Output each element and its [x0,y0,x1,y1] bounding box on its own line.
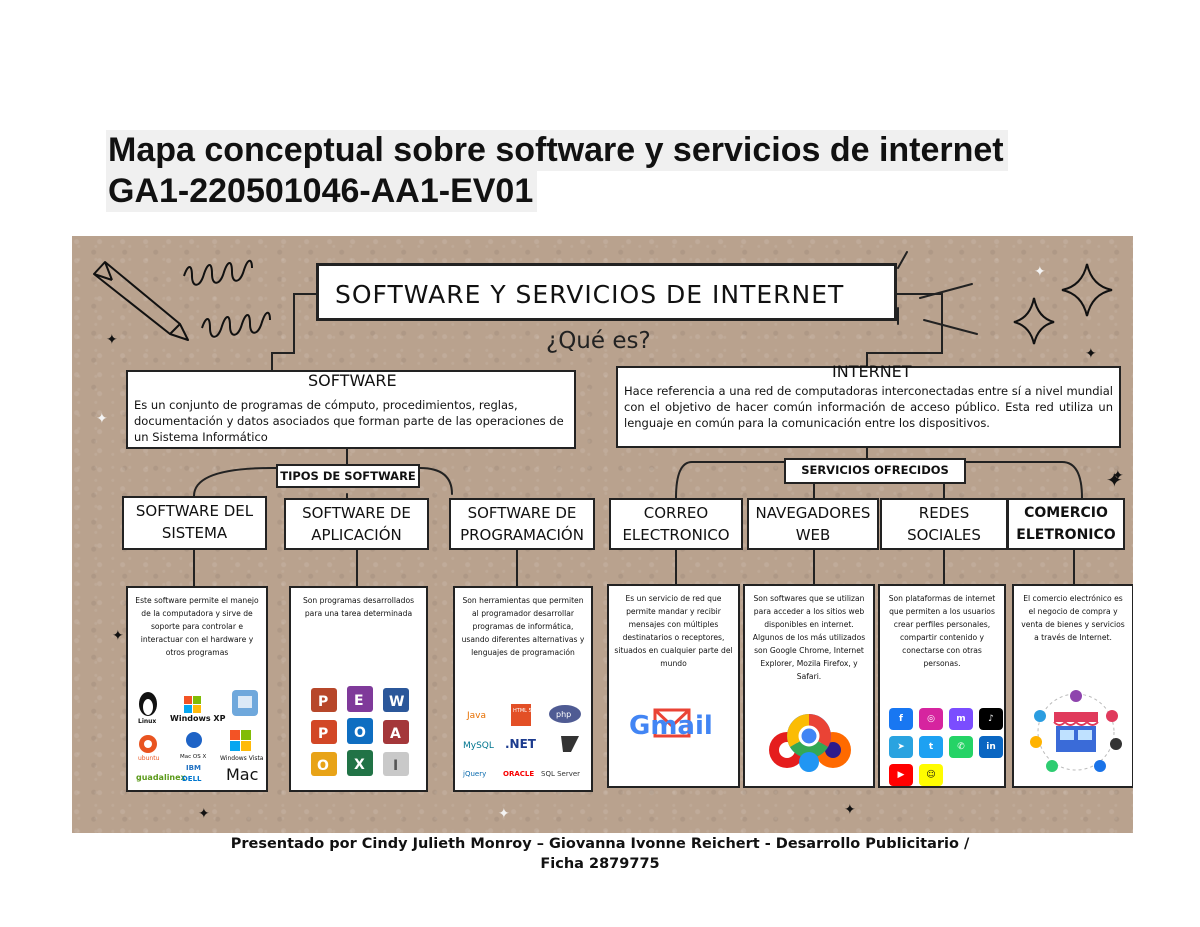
logo-office-2: W [389,694,404,710]
office-logos: P E W P O A O X I [311,686,409,776]
card-description: Son programas desarrollados para una tar… [302,596,415,618]
os-logos-art: Linux Windows XP ubuntu Mac OS X Windows… [136,690,264,784]
logo-mac: Mac [226,765,258,784]
social-network-icon: m [949,708,973,730]
category-redes-sociales: REDES SOCIALES [880,498,1008,550]
browsers-logos [769,714,851,772]
social-network-icon: f [889,708,913,730]
category-software-programacion: SOFTWARE DE PROGRAMACIÓN [449,498,595,550]
document-title: Mapa conceptual sobre software y servici… [106,130,1008,212]
card-description: Son softwares que se utilizan para acced… [752,594,866,681]
category-navegadores: NAVEGADORES WEB [747,498,879,550]
logo-office-0: P [318,694,328,710]
internet-definition: Hace referencia a una red de computadora… [624,384,1113,430]
social-network-icon: t [919,736,943,758]
star-icon: ✦ [1034,264,1046,280]
star-icon: ✦ [198,806,210,822]
category-software-aplicacion: SOFTWARE DE APLICACIÓN [284,498,429,550]
star-icon: ✦ [844,802,856,818]
social-network-icon: ◎ [919,708,943,730]
logo-jquery: jQuery [462,770,486,778]
title-line-1: Mapa conceptual sobre software y servici… [106,130,1008,171]
card-description: Son plataformas de internet que permiten… [888,594,996,668]
logo-office-6: O [317,758,329,774]
category-correo: CORREO ELECTRONICO [609,498,743,550]
logo-ibm: IBM [186,764,201,772]
card-description: El comercio electrónico es el negocio de… [1021,594,1125,642]
internet-heading: INTERNET [832,362,912,381]
social-network-icon: ♪ [979,708,1003,730]
concept-map-board: ✦ ✦ ✦ ✦ ✦ ✦ ✦ ✦ ✦ ✦ ✦ ✦ ✦ SOFTWARE Y SER… [72,236,1133,833]
social-network-icon: ▶ [889,764,913,786]
logo-mysql: MySQL [463,741,494,751]
logo-office-1: E [354,693,364,709]
logo-macosx: Mac OS X [180,754,206,760]
footer-line-2: Ficha 2879775 [540,856,660,872]
internet-definition-box: INTERNET Hace referencia a una red de co… [616,362,1121,448]
card-redes-sociales: Son plataformas de internet que permiten… [878,584,1006,788]
software-definition: Es un conjunto de programas de cómputo, … [134,398,564,444]
logo-dotnet: .NET [505,737,537,751]
logo-office-3: P [318,726,328,742]
software-types-label: TIPOS DE SOFTWARE [276,464,420,488]
gmail-text: Gmail [629,711,713,741]
social-network-icon: ➤ [889,736,913,758]
star-icon: ✦ [1112,468,1124,484]
star-icon: ✦ [96,411,108,427]
social-logos: f ◎ m ♪ ➤ t ✆ in ▶ ☺ [886,708,1006,786]
card-correo: Es un servicio de red que permite mandar… [607,584,740,788]
services-label: SERVICIOS OFRECIDOS [784,458,966,484]
logo-office-7: X [354,757,365,773]
card-software-aplicacion: Son programas desarrollados para una tar… [289,586,428,792]
software-definition-box: SOFTWARE Es un conjunto de programas de … [126,370,576,449]
logo-guadalinex: guadalinex [136,773,187,782]
os-logos: Linux Windows XP ubuntu Mac OS X Windows… [134,688,264,784]
social-network-icon: in [979,736,1003,758]
footer-line-1: Presentado por Cindy Julieth Monroy – Gi… [230,836,970,852]
logo-java: Java [466,711,486,721]
star-icon: ✦ [498,806,510,822]
question-label: ¿Qué es? [546,328,651,354]
gmail-logo: Gmail [629,708,713,741]
programming-logos: Java HTML 5 php MySQL .NET jQuery ORACLE… [462,704,581,778]
logo-vista: Windows Vista [220,755,264,762]
card-description: Son herramientas que permiten al program… [461,596,585,657]
card-description: Este software permite el manejo de la co… [135,596,259,657]
logo-office-4: O [354,725,366,741]
logo-office-8: I [393,758,398,774]
logo-sqlserver: SQL Server [541,770,580,778]
document-footer: Presentado por Cindy Julieth Monroy – Gi… [0,834,1200,874]
logo-linux: Linux [138,718,156,725]
logo-php: php [556,710,571,719]
card-software-sistema: Este software permite el manejo de la co… [126,586,268,792]
logo-html5: HTML 5 [513,708,532,714]
logo-dell: DELL [182,775,202,783]
star-icon: ✦ [106,332,118,348]
title-line-2: GA1-220501046-AA1-EV01 [106,171,538,212]
map-main-title: SOFTWARE Y SERVICIOS DE INTERNET [316,263,897,321]
social-network-icon: ☺ [919,764,943,786]
category-comercio: COMERCIO ELETRONICO [1007,498,1125,550]
card-description: Es un servicio de red que permite mandar… [614,594,733,668]
logo-office-5: A [390,726,401,742]
software-heading: SOFTWARE [308,371,397,390]
star-icon: ✦ [112,628,124,644]
star-icon: ✦ [1106,468,1123,492]
card-navegadores: Son softwares que se utilizan para acced… [743,584,875,788]
logo-oracle: ORACLE [503,770,534,778]
social-network-icon: ✆ [949,736,973,758]
category-software-sistema: SOFTWARE DEL SISTEMA [122,496,267,550]
ecommerce-logo [1030,690,1122,772]
card-software-programacion: Son herramientas que permiten al program… [453,586,593,792]
logo-ubuntu: ubuntu [138,755,160,762]
card-comercio: El comercio electrónico es el negocio de… [1012,584,1133,788]
star-icon: ✦ [1085,346,1097,362]
logo-windows-xp: Windows XP [170,714,226,723]
